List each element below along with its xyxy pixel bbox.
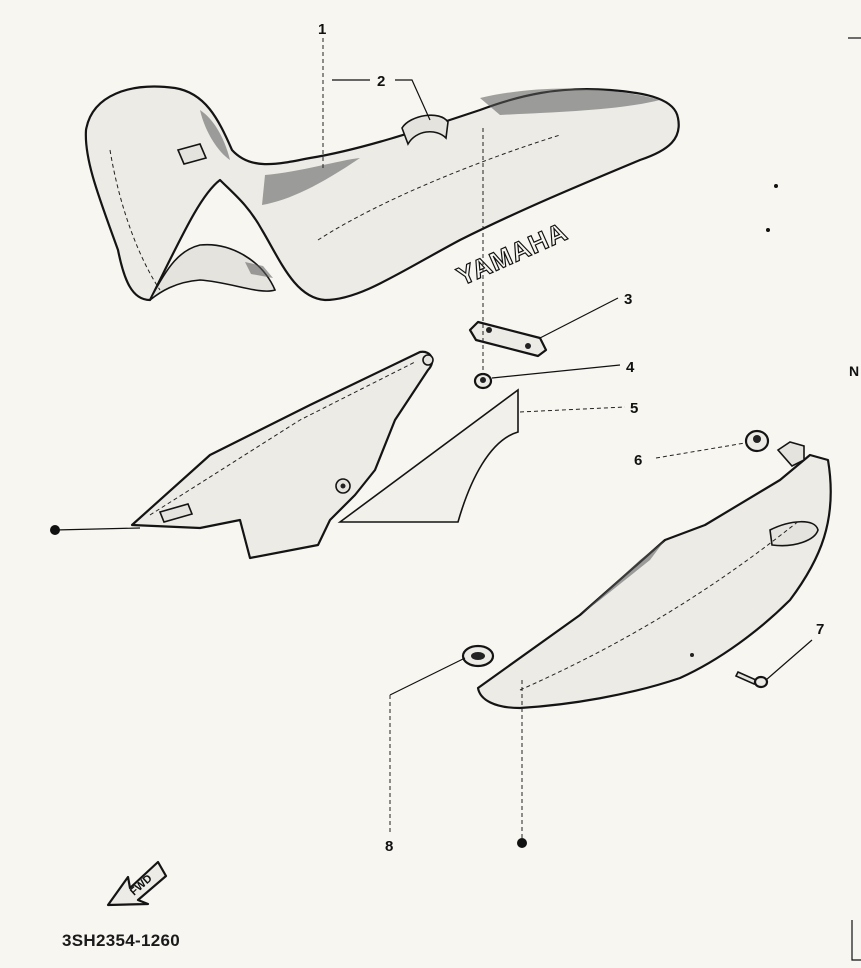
callout-4: 4	[626, 359, 635, 376]
table-edge-letter: N	[849, 363, 859, 379]
grommet-nut-part	[473, 372, 493, 390]
damper-part	[461, 644, 495, 668]
assembly-marker	[50, 525, 60, 535]
callout-1: 1	[318, 21, 326, 38]
right-side-cover-part	[476, 441, 832, 710]
drawing-code-label: 3SH2354-1260	[62, 931, 180, 950]
rubber-grommet-part	[744, 429, 770, 453]
seat-part: YAMAHA	[84, 85, 680, 302]
callout-8: 8	[385, 838, 393, 855]
callout-3: 3	[624, 291, 632, 308]
assembly-marker	[517, 838, 527, 848]
speck-mark	[766, 228, 770, 232]
bracket-part	[468, 320, 548, 358]
forward-direction-arrow: FWD	[106, 860, 168, 907]
parts-table-edge: N	[848, 37, 861, 961]
seal-panel-part	[337, 388, 519, 523]
leader-lines	[54, 38, 813, 838]
left-side-cover-part	[130, 350, 434, 560]
callout-2: 2	[377, 73, 385, 90]
callout-5: 5	[630, 400, 638, 417]
callout-7: 7	[816, 621, 824, 638]
speck-mark	[774, 184, 778, 188]
callout-6: 6	[634, 452, 642, 469]
screw-part	[734, 670, 769, 689]
